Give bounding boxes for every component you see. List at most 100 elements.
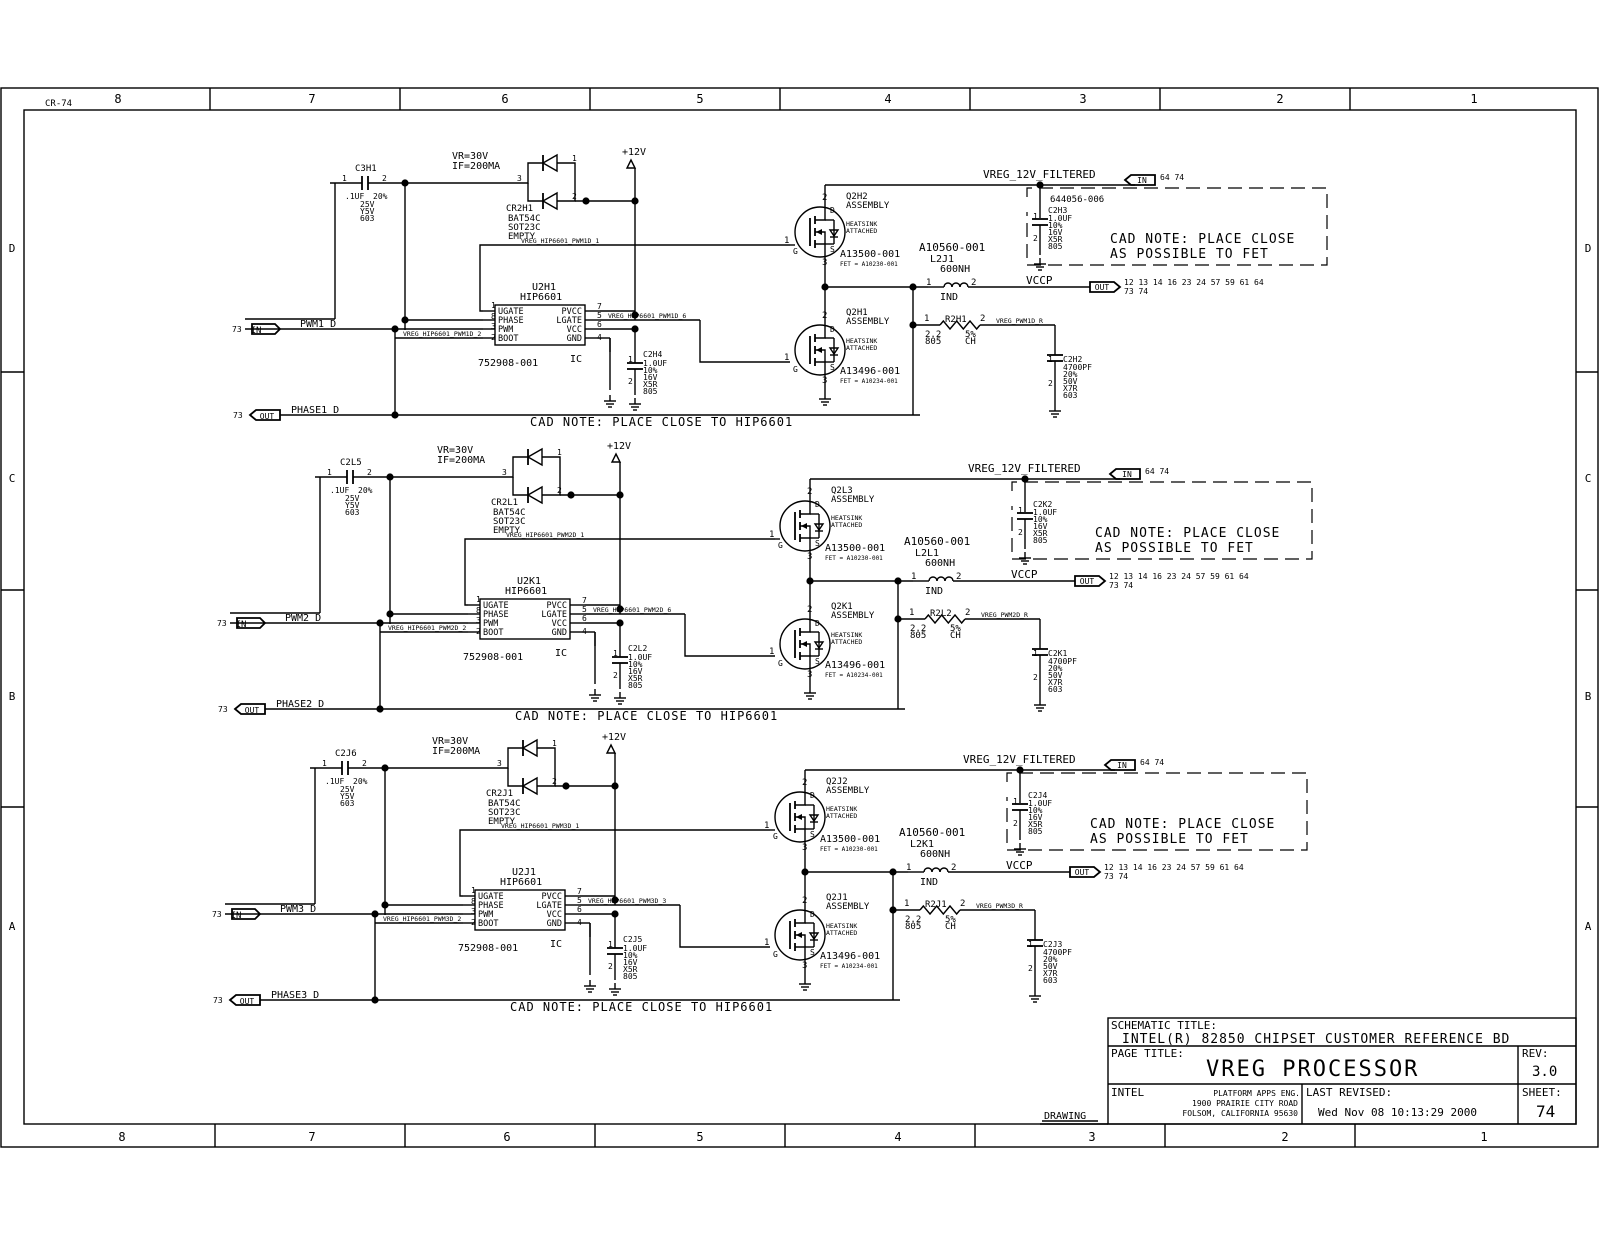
pin-number: 2 <box>822 311 827 321</box>
pin-number: 3 <box>807 670 812 680</box>
cap-value: 16V <box>1028 813 1043 822</box>
diode-1 <box>521 738 538 758</box>
supply-arrow <box>625 158 637 169</box>
net-label: VREG_HIP6601_PWM1D_6 <box>608 312 686 320</box>
pin-number: 2 <box>1048 379 1053 388</box>
fet-note: FET = A10230-001 <box>840 261 898 268</box>
pin-number: 1 <box>764 821 769 831</box>
mosfet-body <box>794 206 846 258</box>
zone-label-left: A <box>9 920 16 933</box>
vccp-output-port <box>1069 866 1102 878</box>
zone-label-top: 7 <box>308 92 315 106</box>
cap-value: 805 <box>1033 536 1048 545</box>
pin-number: 4 <box>582 627 587 636</box>
fet-pin-g: G <box>778 541 783 550</box>
cap-tol: 20% <box>358 486 373 495</box>
pin-number: 2 <box>608 962 613 971</box>
cap-value: 10% <box>628 660 643 669</box>
port-dir: OUT <box>260 412 275 421</box>
zone-label-right: D <box>1585 242 1592 255</box>
cap-package: 603 <box>345 508 360 517</box>
diode-part: BAT54C <box>488 799 521 809</box>
ic-pin-name-left: UGATE <box>478 892 504 902</box>
pin-number: 3 <box>502 468 507 477</box>
filtered-net: VREG_12V_FILTERED <box>983 168 1096 181</box>
pin-number: 2 <box>476 627 481 636</box>
ground-symbol <box>804 687 816 700</box>
pin-number: 1 <box>613 649 618 658</box>
pin-number: 2 <box>572 192 577 201</box>
res-package: 805 <box>910 631 926 641</box>
pin-number: 4 <box>597 333 602 342</box>
cap-value: 1.0UF <box>1033 508 1057 517</box>
rev-label: REV: <box>1522 1047 1549 1060</box>
cap-ref: C2H2 <box>1063 355 1082 364</box>
diode-if: IF=200MA <box>452 161 500 172</box>
ground-symbol <box>799 978 811 991</box>
diode-vr: VR=30V <box>452 151 488 162</box>
zone-label-right: A <box>1585 920 1592 933</box>
ground-symbol <box>819 393 831 406</box>
cap-ref: C2J5 <box>623 935 642 944</box>
wire <box>464 538 775 606</box>
net-label: VREG_PWM2D_R <box>981 611 1028 619</box>
zone-label-bottom: 7 <box>308 1130 315 1144</box>
fet-part-number: A13496-001 <box>825 660 885 671</box>
cap-value: X7R <box>1063 384 1078 393</box>
pin-number: 1 <box>1048 355 1053 364</box>
fet-note: FET = A10230-001 <box>820 846 878 853</box>
diode-ref: CR2H1 <box>506 204 533 214</box>
fet-heatsink: HEATSINK <box>826 922 857 930</box>
pin-number: 5 <box>582 605 587 614</box>
port-refs: 12 13 14 16 23 24 57 59 61 64 <box>1124 278 1264 287</box>
wire <box>542 456 561 496</box>
cap-value: X7R <box>1043 969 1058 978</box>
diode-1 <box>526 447 543 467</box>
cap-value: 10% <box>1033 515 1048 524</box>
hip6601-ic <box>494 304 586 346</box>
ic-pin-name-right: VCC <box>567 325 582 335</box>
diode-triangle <box>526 447 543 467</box>
port-refs: 73 74 <box>1104 872 1128 881</box>
pwm-input-port <box>236 617 267 629</box>
boot-capacitor <box>341 761 349 775</box>
inductor-part-number: A10560-001 <box>899 826 965 839</box>
fet-pin-g: G <box>793 247 798 256</box>
diode-2 <box>541 191 558 211</box>
ic-pin-name-left: UGATE <box>498 307 524 317</box>
zone-label-top: 4 <box>884 92 891 106</box>
arrow <box>796 814 802 820</box>
port-sheet: 73 <box>218 705 228 714</box>
cap-value: 805 <box>628 681 643 690</box>
ic-part: HIP6601 <box>520 292 562 303</box>
pin-number: 2 <box>971 278 976 288</box>
phase-net: PHASE2_D <box>276 699 324 710</box>
diode-triangle <box>541 191 558 211</box>
cap-ref: C2J6 <box>335 749 357 759</box>
pin-number: 1 <box>926 278 931 288</box>
pwm-net: PWM3_D <box>280 904 316 915</box>
ground-symbol <box>629 398 641 411</box>
body-diode <box>828 229 840 238</box>
snubber-resistor <box>924 613 966 625</box>
fet-pin-d: D <box>830 325 835 334</box>
pin-number: 2 <box>951 863 956 873</box>
ground-symbol <box>604 395 616 408</box>
wire <box>520 162 543 184</box>
snubber-resistor <box>919 904 961 916</box>
inductor-part-number: A10560-001 <box>919 241 985 254</box>
fet-assembly: ASSEMBLY <box>831 611 875 621</box>
port-refs: 64 74 <box>1160 173 1184 182</box>
vccp-net: VCCP <box>1006 859 1033 872</box>
diode-triangle <box>521 738 538 758</box>
cad-note-fet: AS POSSIBLE TO FET <box>1110 247 1269 262</box>
net-label: VREG_PWM3D_R <box>976 902 1023 910</box>
pin-number: 1 <box>784 353 789 363</box>
pin-number: 1 <box>1033 649 1038 658</box>
arrow <box>816 229 822 235</box>
junction-dot <box>567 491 575 499</box>
filtered-net: VREG_12V_FILTERED <box>968 462 1081 475</box>
diode-note: EMPTY <box>508 232 536 242</box>
